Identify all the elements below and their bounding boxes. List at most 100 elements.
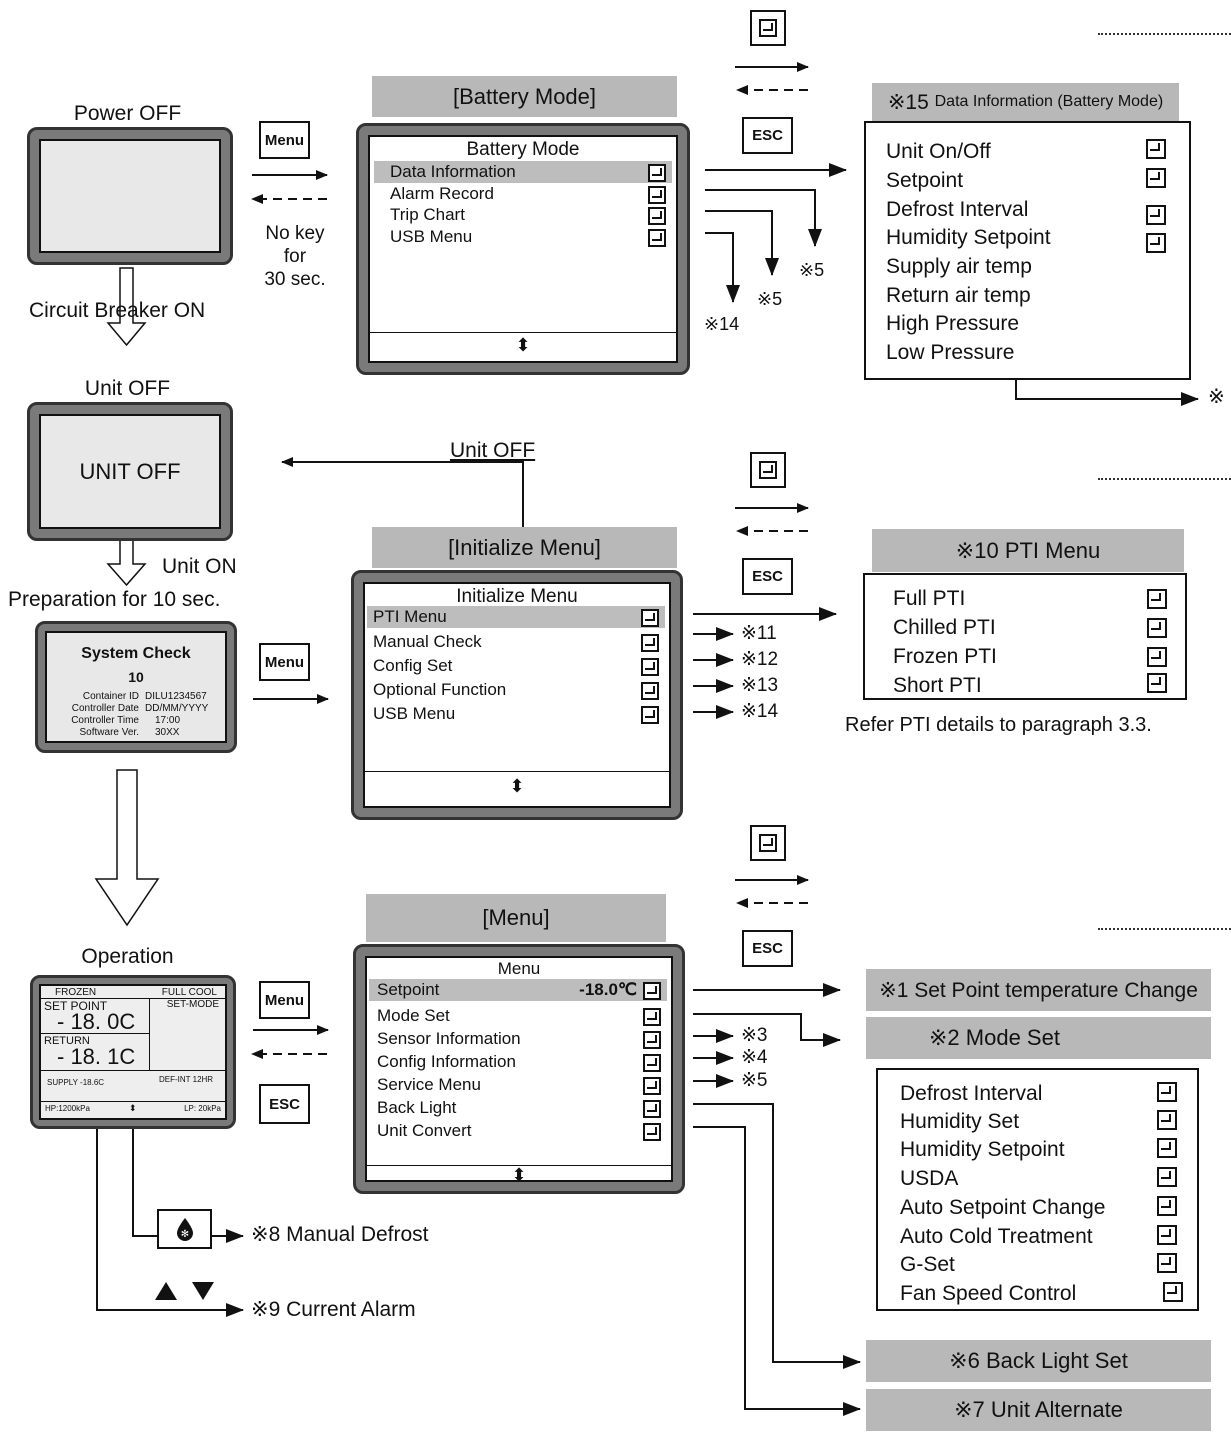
pti-menu-header: ※10 PTI Menu — [872, 529, 1184, 572]
battery-item-trip-chart[interactable]: Trip Chart — [374, 204, 672, 226]
battery-item-usb-menu[interactable]: USB Menu — [374, 226, 672, 248]
menu-item-setpoint[interactable]: Setpoint-18.0℃ — [369, 979, 667, 1001]
scroll-updown-icon[interactable]: ⬍ — [509, 776, 525, 796]
data-info-item[interactable]: Setpoint — [886, 169, 964, 192]
down-arrow-3 — [94, 769, 160, 927]
enter-icon — [643, 982, 661, 1000]
battery-item-data-information[interactable]: Data Information — [374, 161, 672, 183]
unit-off-link[interactable]: Unit OFF — [450, 439, 536, 462]
data-info-item[interactable]: Defrost Interval — [886, 198, 1029, 221]
init-ref-config-set: ※12 — [741, 649, 779, 670]
init-item-pti-menu[interactable]: PTI Menu — [367, 606, 665, 628]
menu-header: [Menu] — [366, 894, 666, 942]
init-item-manual-check[interactable]: Manual Check — [367, 631, 665, 653]
battery-ref-alarm: ※5 — [799, 260, 825, 280]
op-def-int: DEF-INT 12HR — [159, 1075, 214, 1084]
enter-icon — [1157, 1167, 1177, 1187]
menu-item-service-menu[interactable]: Service Menu — [369, 1074, 667, 1096]
mode-set-item[interactable]: Auto Setpoint Change — [900, 1196, 1106, 1219]
menu-key-1[interactable]: Menu — [259, 121, 310, 159]
op-set-point-value: - 18. 0C — [57, 1009, 136, 1034]
data-info-item[interactable]: Unit On/Off — [886, 140, 991, 163]
mode-set-item[interactable]: Fan Speed Control — [900, 1282, 1077, 1305]
scroll-updown-icon[interactable]: ⬍ — [515, 335, 531, 355]
menu-key-2[interactable]: Menu — [259, 643, 310, 681]
menu-item-mode-set[interactable]: Mode Set — [369, 1005, 667, 1027]
mode-set-header: ※2 Mode Set — [866, 1017, 1211, 1059]
init-ref-usb: ※14 — [741, 701, 779, 722]
data-info-item: Low Pressure — [886, 341, 1015, 364]
esc-key-legend-1[interactable]: ESC — [742, 117, 793, 154]
power-off-screen — [27, 127, 233, 265]
menu-key-3[interactable]: Menu — [259, 981, 310, 1019]
enter-icon — [1157, 1225, 1177, 1245]
mode-set-item[interactable]: Humidity Set — [900, 1110, 1020, 1133]
current-alarm-label: ※9 Current Alarm — [251, 1298, 416, 1321]
op-return-value: - 18. 1C — [57, 1044, 136, 1069]
enter-icon — [1146, 168, 1166, 188]
init-ref-optional: ※13 — [741, 675, 779, 696]
enter-icon — [641, 658, 659, 676]
menu-item-config-information[interactable]: Config Information — [369, 1051, 667, 1073]
mode-set-item[interactable]: Humidity Setpoint — [900, 1138, 1065, 1161]
op-set-mode: SET-MODE — [166, 999, 219, 1010]
mode-set-item[interactable]: Auto Cold Treatment — [900, 1225, 1093, 1248]
scroll-updown-icon[interactable]: ⬍ — [511, 1165, 527, 1185]
defrost-key[interactable]: ✻ — [157, 1209, 212, 1249]
enter-key-legend-2[interactable] — [750, 452, 786, 488]
mode-set-item[interactable]: USDA — [900, 1167, 959, 1190]
enter-icon — [1163, 1282, 1183, 1302]
esc-key-legend-3[interactable]: ESC — [742, 930, 793, 967]
data-info-item: Supply air temp — [886, 255, 1032, 278]
battery-ref-usb: ※14 — [704, 314, 740, 334]
menu-item-sensor-information[interactable]: Sensor Information — [369, 1028, 667, 1050]
unit-alternate-label: ※7 Unit Alternate — [866, 1389, 1211, 1431]
enter-icon — [1157, 1138, 1177, 1158]
operation-screen: FROZEN FULL COOL SET-MODE SET POINT - 18… — [30, 975, 236, 1129]
arrow-alarm-record — [705, 189, 822, 247]
mode-set-item[interactable]: G-Set — [900, 1253, 955, 1276]
init-item-optional-function[interactable]: Optional Function — [367, 679, 665, 701]
data-info-header: ※15 Data Information (Battery Mode) — [872, 83, 1179, 121]
data-info-item[interactable]: Humidity Setpoint — [886, 226, 1051, 249]
enter-icon — [641, 609, 659, 627]
enter-icon — [643, 1123, 661, 1141]
unit-off-screen: UNIT OFF — [27, 402, 233, 541]
system-check-title: System Check — [81, 645, 191, 662]
mode-set-item[interactable]: Defrost Interval — [900, 1082, 1043, 1105]
pti-item[interactable]: Full PTI — [893, 587, 966, 610]
esc-key-op[interactable]: ESC — [259, 1084, 310, 1124]
arrow-data-info-more — [1015, 377, 1199, 406]
pti-item[interactable]: Short PTI — [893, 674, 982, 697]
enter-icon — [643, 1008, 661, 1026]
pti-item[interactable]: Frozen PTI — [893, 645, 997, 668]
dotted-line-1 — [1098, 33, 1231, 35]
enter-icon — [1147, 673, 1167, 693]
battery-item-alarm-record[interactable]: Alarm Record — [374, 183, 672, 205]
op-hp: HP:1200kPa — [45, 1104, 90, 1113]
up-key-icon — [155, 1282, 177, 1300]
init-item-config-set[interactable]: Config Set — [367, 655, 665, 677]
menu-item-back-light[interactable]: Back Light — [369, 1097, 667, 1119]
op-lp: LP: 20kPa — [184, 1104, 221, 1113]
down-key-icon — [192, 1282, 214, 1300]
enter-key-legend-1[interactable] — [750, 10, 786, 46]
initialize-menu-header: [Initialize Menu] — [372, 527, 677, 568]
enter-icon — [1146, 205, 1166, 225]
battery-mode-title: Battery Mode — [466, 139, 580, 160]
enter-icon — [1157, 1082, 1177, 1102]
init-item-usb-menu[interactable]: USB Menu — [367, 703, 665, 725]
pti-item[interactable]: Chilled PTI — [893, 616, 996, 639]
esc-key-legend-2[interactable]: ESC — [742, 558, 793, 595]
svg-text:✻: ✻ — [180, 1229, 188, 1240]
op-set-point-label: SET POINT — [44, 999, 108, 1013]
menu-item-unit-convert[interactable]: Unit Convert — [369, 1120, 667, 1142]
battery-ref-trip: ※5 — [757, 289, 783, 309]
enter-icon — [643, 1031, 661, 1049]
enter-key-legend-3[interactable] — [750, 825, 786, 861]
op-return-label: RETURN — [44, 1035, 90, 1047]
arrow-mode-set — [693, 1013, 841, 1047]
manual-defrost-label: ※8 Manual Defrost — [251, 1223, 429, 1246]
